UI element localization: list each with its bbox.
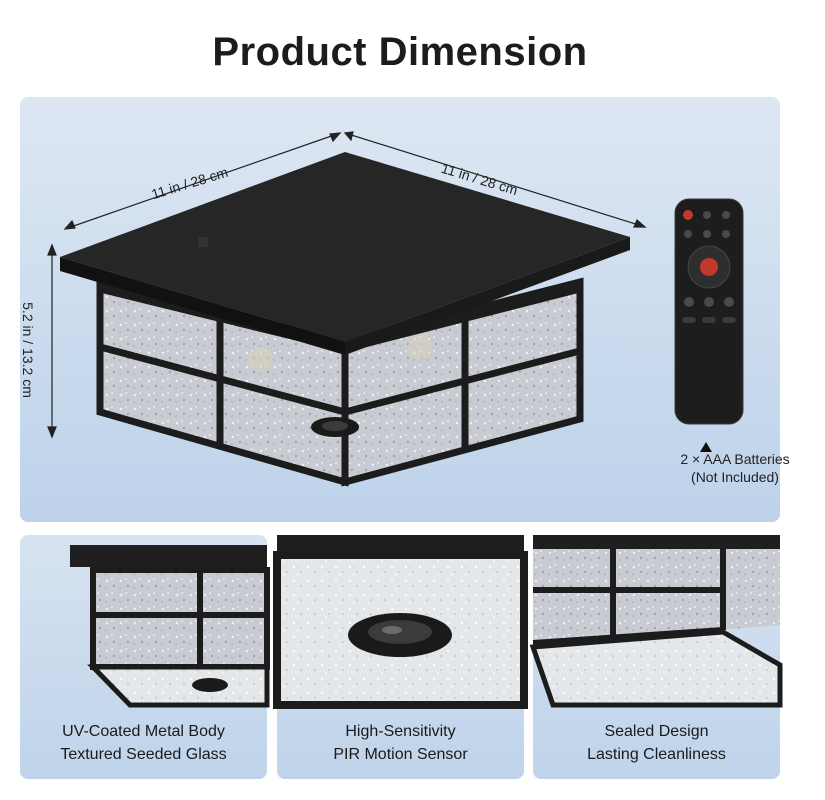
glass-closeup-image [529, 535, 783, 708]
remote-control [674, 198, 744, 425]
page-title: Product Dimension [212, 30, 588, 74]
feature-card-motion-sensor: High-Sensitivity PIR Motion Sensor [273, 535, 528, 779]
feature-line-1: High-Sensitivity [345, 723, 456, 740]
feature-caption: UV-Coated Metal Body Textured Seeded Gla… [20, 720, 267, 766]
fixture-closeup-image [70, 545, 270, 708]
feature-line-1: Sealed Design [604, 723, 709, 740]
battery-line-2: (Not Included) [691, 469, 779, 485]
feature-card-metal-body: UV-Coated Metal Body Textured Seeded Gla… [20, 535, 270, 779]
feature-line-2: PIR Motion Sensor [333, 746, 468, 763]
battery-note: 2 × AAA Batteries (Not Included) [645, 450, 825, 486]
feature-card-sealed-design: Sealed Design Lasting Cleanliness [529, 535, 783, 779]
top-plate [60, 152, 630, 342]
feature-caption: Sealed Design Lasting Cleanliness [533, 720, 780, 766]
feature-line-1: UV-Coated Metal Body [62, 723, 225, 740]
width-dimension-line [64, 132, 341, 230]
depth-dimension-line [344, 132, 646, 228]
feature-line-2: Textured Seeded Glass [60, 746, 227, 763]
battery-line-1: 2 × AAA Batteries [680, 451, 790, 467]
height-label: 5.2 in / 13.2 cm [19, 302, 36, 398]
pointer-triangle-icon [700, 442, 712, 452]
feature-line-2: Lasting Cleanliness [587, 746, 726, 763]
fixture-illustration [47, 131, 744, 487]
feature-caption: High-Sensitivity PIR Motion Sensor [277, 720, 524, 766]
sensor-closeup-image [273, 535, 528, 709]
dimension-panel: 11 in / 28 cm 11 in / 28 cm 5.2 in / 13.… [19, 97, 790, 522]
